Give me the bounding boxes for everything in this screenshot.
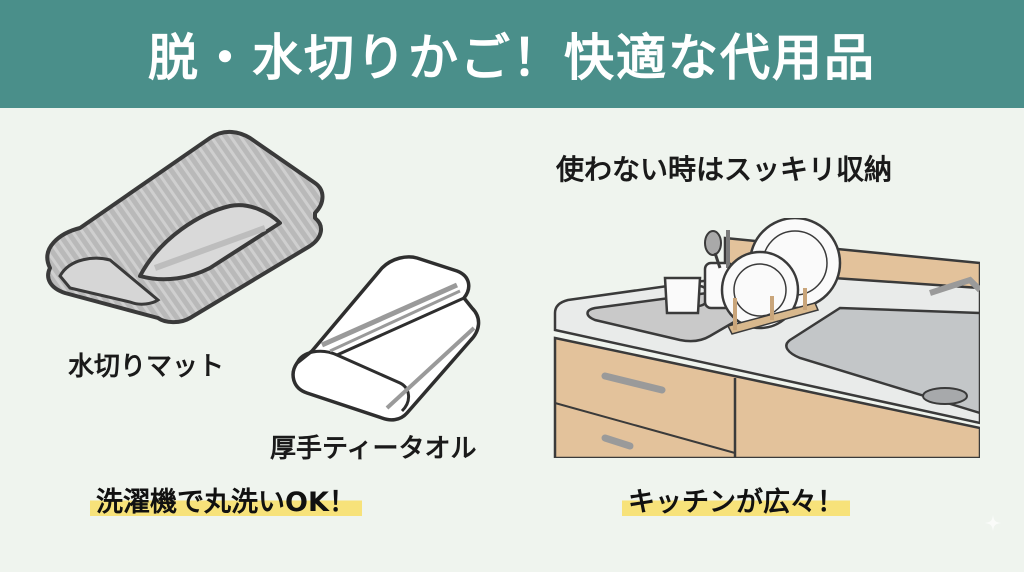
washable-caption: 洗濯機で丸洗いOK！ [90,480,362,519]
title-banner: 脱・水切りかご！快適な代用品 [0,0,1024,108]
kitchen-illustration-icon [553,218,980,458]
tea-towel-icon [291,255,481,422]
page-title: 脱・水切りかご！快適な代用品 [148,29,876,87]
drying-mat-label: 水切りマット [68,352,225,382]
left-panel: 水切りマット 厚手ティータオル 洗濯機で丸洗いOK！ [0,108,520,572]
right-panel: 使わない時はスッキリ収納 キッ [520,108,1024,572]
drying-mat-icon [45,130,325,325]
tea-towel-label: 厚手ティータオル [270,434,477,464]
spacious-caption: キッチンが広々！ [622,480,850,519]
sparkle-icon [985,515,1001,531]
storage-heading: 使わない時はスッキリ収納 [556,153,893,186]
